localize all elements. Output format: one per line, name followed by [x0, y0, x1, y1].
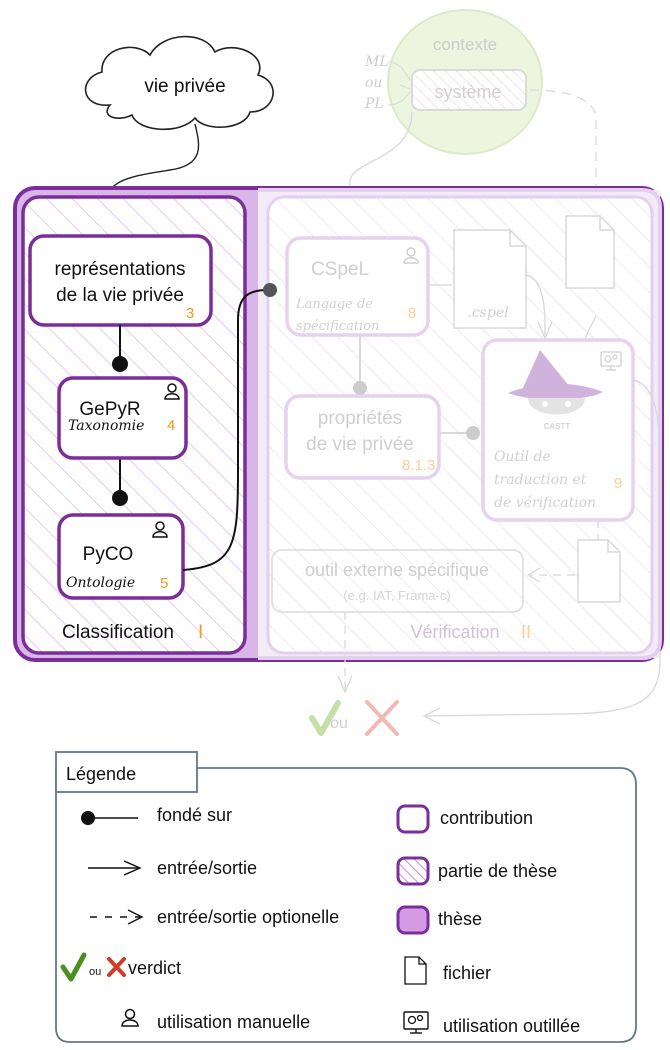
legend-check-icon	[60, 952, 87, 982]
privacy-cloud: vie privée	[84, 35, 274, 131]
legend-computer-gear-icon	[403, 1011, 429, 1034]
legend-cross-icon	[107, 957, 126, 977]
legend-thesis-swatch	[396, 905, 430, 935]
system-label: système	[434, 82, 501, 102]
castt-sub2: traduction et	[494, 472, 587, 488]
check-icon	[309, 700, 341, 736]
legend-tool: utilisation outillée	[443, 1016, 580, 1036]
castt-verdict-arrow	[424, 379, 661, 717]
cross-icon	[365, 700, 399, 736]
pyco-title: PyCO	[83, 544, 134, 565]
cspel-num: 8	[408, 305, 416, 322]
cspel-box	[285, 236, 430, 337]
external-tool-box	[271, 549, 524, 613]
wizard-hat-logo	[508, 350, 603, 415]
legend-or: ou	[89, 966, 101, 978]
properties-box	[284, 394, 441, 480]
pyco-to-cspel-dot	[263, 283, 277, 297]
cspel-file-label: .cspel	[467, 305, 508, 321]
cspel-sub1: Langage de	[295, 297, 373, 312]
properties-line2: de vie privée	[306, 434, 414, 455]
legend-part-swatch	[396, 856, 430, 886]
cspel-sub2: spécification	[296, 319, 379, 334]
system-box	[411, 69, 527, 111]
castt-logo-text: CASTT	[544, 422, 571, 431]
file-icon	[565, 215, 615, 289]
verdict-or: ou	[330, 715, 348, 732]
user-icon	[152, 521, 168, 538]
legend-based-on: fondé sur	[157, 805, 232, 825]
context-pl: PL	[364, 96, 384, 112]
castt-num: 9	[614, 475, 622, 492]
file-icon	[577, 539, 621, 603]
legend-box	[55, 767, 637, 1043]
user-icon	[403, 247, 419, 264]
legend-contribution-swatch	[396, 804, 430, 834]
castt-sub3: de vérification	[494, 495, 596, 511]
representations-num: 3	[186, 305, 194, 322]
based-on-dot-1	[112, 356, 128, 372]
pyco-box	[57, 513, 185, 600]
based-on-dot-2	[112, 490, 128, 506]
legend-thesis: thèse	[438, 909, 482, 929]
legend-file-icon	[404, 956, 427, 985]
legend-io: entrée/sortie	[157, 858, 257, 878]
gepyr-num: 4	[167, 417, 175, 434]
properties-num: 8.1.3	[402, 457, 435, 474]
verification-label: Vérification	[410, 622, 499, 642]
cspel-title: CSpeL	[311, 259, 369, 280]
user-icon	[164, 383, 180, 400]
representations-line2: de la vie privée	[56, 285, 184, 306]
representations-box	[28, 234, 213, 327]
file-icon	[453, 229, 527, 329]
gepyr-sub: Taxonomie	[68, 418, 144, 434]
pyco-to-cspel-link	[182, 289, 269, 571]
legend-manual: utilisation manuelle	[157, 1012, 310, 1032]
context-ml: ML	[364, 54, 389, 70]
legend-file: fichier	[443, 963, 491, 983]
representations-line1: représentations	[55, 259, 186, 280]
classification-label: Classification	[62, 622, 174, 643]
external-tool-line2: (e.g. IAT, Frama-c)	[343, 588, 450, 603]
cloud-label: vie privée	[144, 76, 225, 97]
verification-num: II	[521, 622, 531, 642]
castt-sub1: Outil de	[494, 449, 551, 465]
classification-num: I	[198, 622, 203, 643]
pyco-num: 5	[160, 575, 168, 592]
pyco-sub: Ontologie	[66, 575, 135, 591]
computer-gear-icon	[600, 351, 622, 371]
context-ml-arrows	[387, 61, 411, 106]
context-ou: ou	[365, 75, 382, 91]
context-circle: contexte système	[387, 9, 543, 155]
legend-contribution: contribution	[440, 808, 533, 828]
legend-user-icon	[121, 1008, 139, 1027]
properties-line1: propriétés	[318, 408, 403, 429]
legend-title-box	[55, 751, 198, 793]
legend-verdict: verdict	[128, 958, 181, 978]
context-title: contexte	[433, 35, 497, 54]
gepyr-title: GePyR	[79, 399, 140, 420]
legend-io-opt: entrée/sortie optionelle	[157, 907, 339, 927]
legend-part: partie de thèse	[438, 861, 557, 881]
gepyr-box	[57, 376, 188, 460]
legend-title: Légende	[66, 764, 136, 784]
external-tool-line1: outil externe spécifique	[305, 560, 489, 580]
castt-box	[481, 338, 635, 522]
